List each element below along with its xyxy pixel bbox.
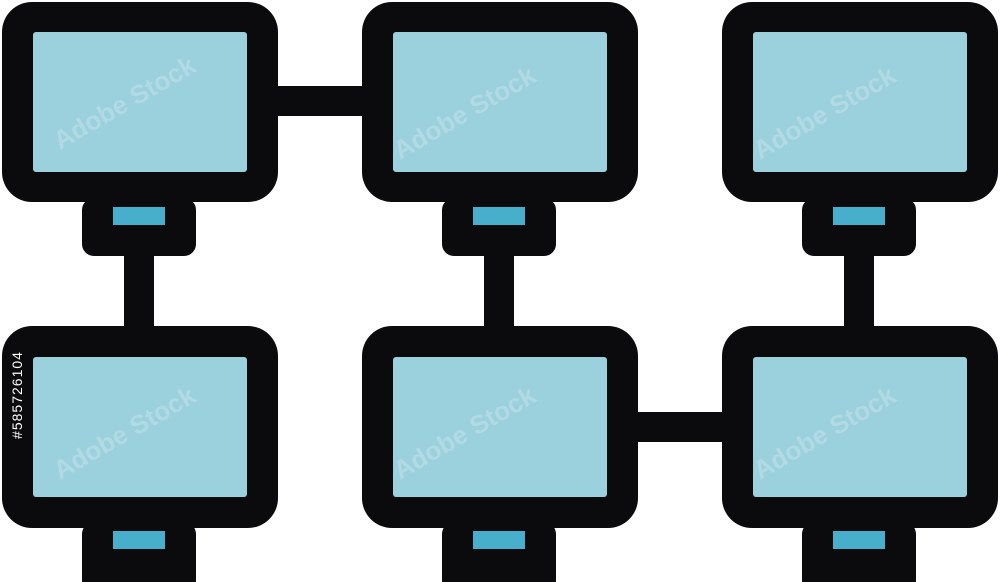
stand-accent xyxy=(473,207,525,225)
monitor-screen xyxy=(33,357,247,497)
monitor-stand xyxy=(802,522,916,582)
link-top-left-to-bottom-left xyxy=(124,250,154,336)
network-links xyxy=(124,86,874,442)
monitor-stand xyxy=(802,198,916,256)
monitor-stand xyxy=(82,198,196,256)
monitor-bottom-right xyxy=(722,326,998,582)
monitor-bottom-left xyxy=(2,326,278,582)
monitor-top-left xyxy=(2,2,278,256)
stand-accent xyxy=(113,531,165,549)
stand-accent xyxy=(113,207,165,225)
stand-accent xyxy=(473,531,525,549)
monitor-bottom-center xyxy=(362,326,638,582)
monitor-screen xyxy=(33,32,247,172)
monitor-screen xyxy=(753,357,967,497)
monitor-screen xyxy=(393,32,607,172)
monitor-stand xyxy=(82,522,196,582)
link-top-right-to-bottom-right xyxy=(844,250,874,336)
link-bottom-center-to-bottom-right xyxy=(630,412,730,442)
monitor-screen xyxy=(393,357,607,497)
monitor-stand xyxy=(442,522,556,582)
link-top-center-to-bottom-center xyxy=(484,250,514,336)
monitor-top-center xyxy=(362,2,638,256)
link-top-left-to-top-center xyxy=(270,86,370,116)
stand-accent xyxy=(833,207,885,225)
monitor-top-right xyxy=(722,2,998,256)
stand-accent xyxy=(833,531,885,549)
monitor-screen xyxy=(753,32,967,172)
monitor-stand xyxy=(442,198,556,256)
stock-id-label: #585726104 xyxy=(9,351,25,439)
